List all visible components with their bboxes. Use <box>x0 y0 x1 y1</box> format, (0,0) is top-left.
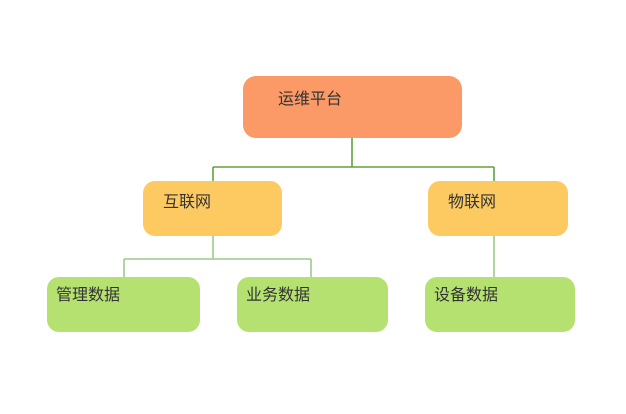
node-ops-platform-label: 运维平台 <box>278 91 343 108</box>
node-internet[interactable]: 互联网 <box>143 181 282 236</box>
connector-internet-to-children <box>123 236 312 277</box>
node-management-data-label: 管理数据 <box>56 287 121 304</box>
node-iot[interactable]: 物联网 <box>428 181 568 236</box>
node-business-data[interactable]: 业务数据 <box>237 277 388 332</box>
node-internet-label: 互联网 <box>163 194 212 211</box>
node-business-data-label: 业务数据 <box>246 287 311 304</box>
connector-root-to-level2 <box>212 138 495 181</box>
node-device-data-label: 设备数据 <box>434 287 499 304</box>
node-device-data[interactable]: 设备数据 <box>425 277 575 332</box>
node-management-data[interactable]: 管理数据 <box>47 277 200 332</box>
node-iot-label: 物联网 <box>448 194 497 211</box>
node-ops-platform[interactable]: 运维平台 <box>243 76 462 138</box>
